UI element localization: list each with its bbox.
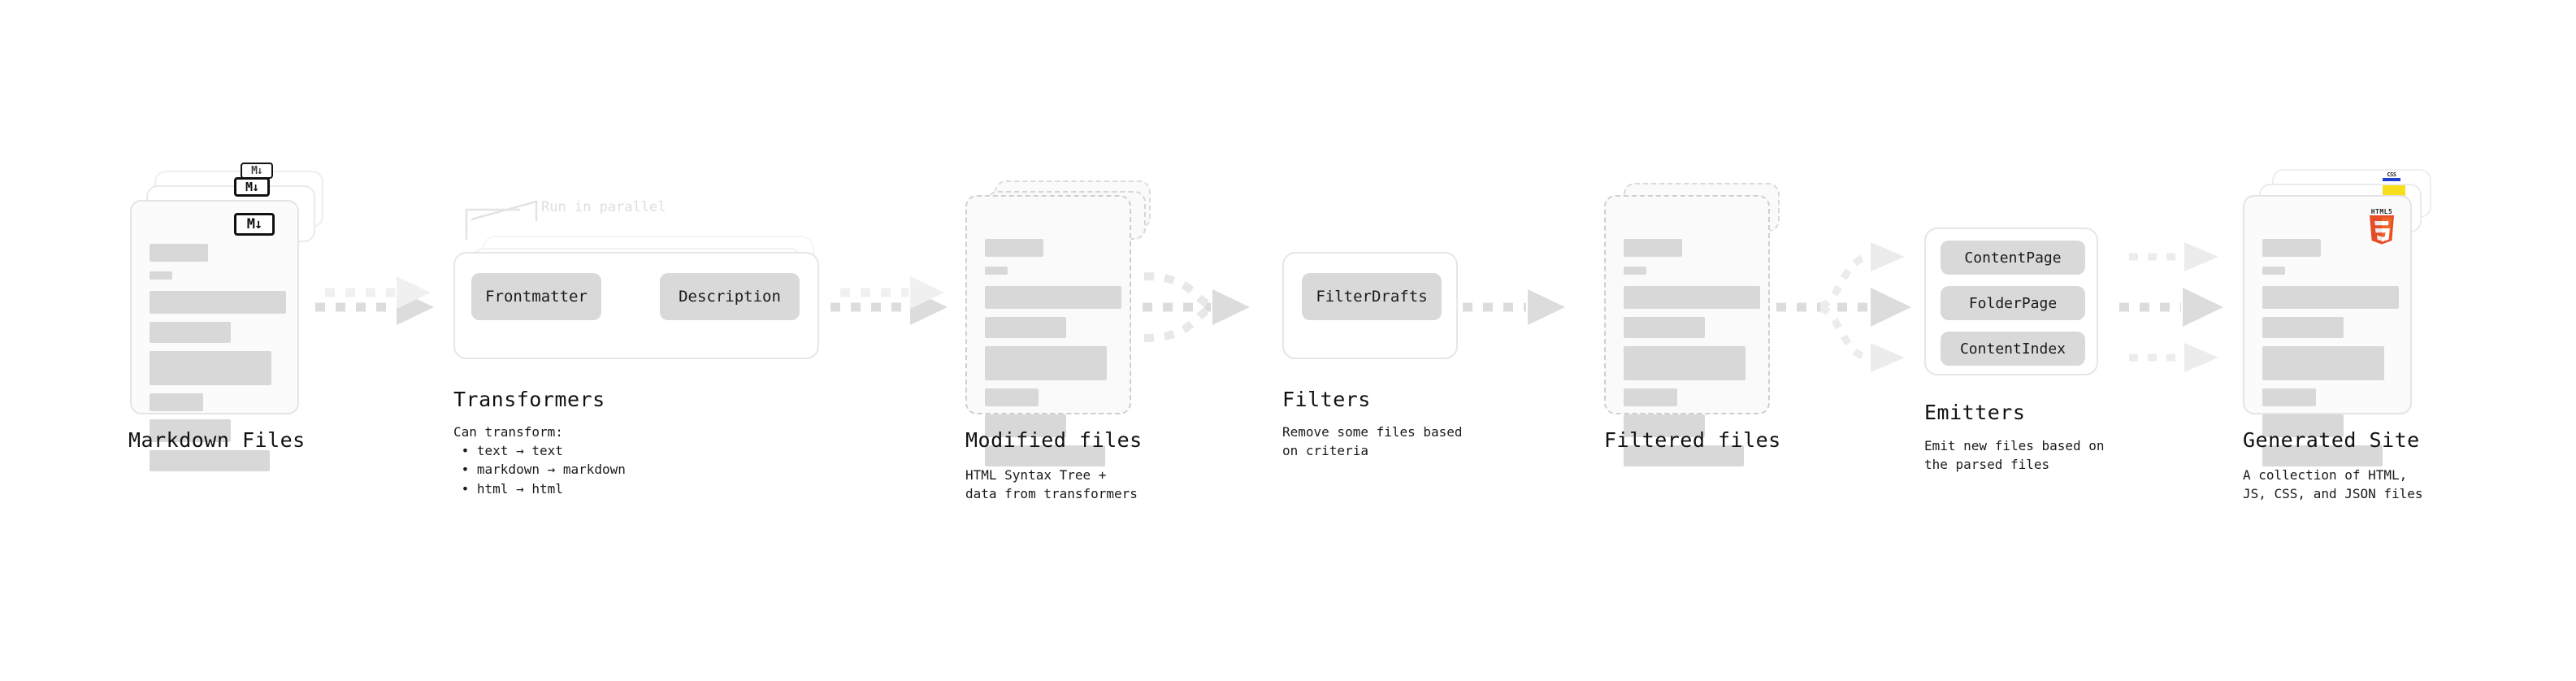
skeleton-row	[985, 445, 1105, 466]
arrow-transformers-to-modified	[830, 276, 948, 325]
stage-title-markdown-files: Markdown Files	[128, 428, 306, 452]
site-card-front: HTML5	[2243, 195, 2412, 466]
stage-title-generated-site: Generated Site	[2243, 428, 2420, 452]
stage-subtitle-generated-site: A collection of HTML, JS, CSS, and JSON …	[2243, 467, 2423, 502]
filters-panel: FilterDrafts	[1282, 252, 1458, 359]
stage-title-filtered-files: Filtered files	[1604, 428, 1781, 452]
stage-title-modified-files: Modified files	[965, 428, 1143, 452]
skeleton-row	[985, 346, 1107, 380]
arrow-modified-to-filters	[1143, 272, 1250, 342]
skeleton-row	[985, 286, 1121, 309]
stage-subtitle-filters: Remove some files based on criteria	[1282, 424, 1463, 459]
emitters-panel: ContentPage FolderPage ContentIndex	[1924, 228, 2098, 375]
stage-title-filters: Filters	[1282, 388, 1371, 411]
css-logo-bar	[2383, 178, 2400, 181]
skeleton-row	[150, 393, 203, 411]
run-in-parallel-label: Run in parallel	[541, 199, 666, 215]
skeleton-row	[2262, 267, 2285, 275]
emitters-chip-folderpage[interactable]: FolderPage	[1941, 286, 2085, 320]
skeleton-row	[2262, 346, 2384, 380]
skeleton-row	[1624, 286, 1760, 309]
skeleton-row	[1624, 414, 1705, 437]
transformer-panel-1: Frontmatter Description	[453, 252, 819, 359]
skeleton-row	[985, 239, 1043, 257]
skeleton-row	[2262, 445, 2383, 466]
markdown-card-front: M↓	[130, 200, 299, 471]
skeleton-row	[1624, 267, 1646, 275]
skeleton-row	[150, 322, 231, 343]
html5-logo-caption: HTML5	[2370, 208, 2393, 215]
markdown-logo-front: M↓	[234, 213, 275, 236]
css-logo: CSS	[2383, 172, 2400, 181]
skeleton-row	[2262, 286, 2399, 309]
modified-card-front	[965, 195, 1131, 466]
skeleton-row	[1624, 317, 1705, 338]
transformer-chip-description[interactable]: Description	[660, 273, 800, 320]
emitters-chip-contentindex[interactable]: ContentIndex	[1941, 332, 2085, 366]
skeleton-row	[1624, 239, 1682, 257]
arrow-emitters-to-site	[2119, 242, 2223, 372]
stage-title-transformers: Transformers	[453, 388, 605, 411]
skeleton-row	[2262, 317, 2344, 338]
skeleton-row	[985, 317, 1066, 338]
skeleton-row	[1624, 346, 1746, 380]
filtered-card-front	[1604, 195, 1770, 466]
stage-subtitle-emitters: Emit new files based on the parsed files	[1924, 438, 2105, 473]
html5-shield-icon	[2370, 215, 2394, 245]
skeleton-row	[2262, 239, 2321, 257]
stage-subtitle-modified-files: HTML Syntax Tree + data from transformer…	[965, 467, 1138, 502]
css-logo-text: CSS	[2387, 171, 2396, 178]
skeleton-row	[2262, 414, 2344, 437]
markdown-logo-back-2: M↓	[241, 163, 273, 179]
skeleton-row	[150, 271, 172, 280]
skeleton-row	[150, 351, 271, 385]
skeleton-row	[985, 388, 1039, 406]
skeleton-row	[985, 414, 1066, 437]
run-in-parallel-leader	[465, 200, 538, 240]
emitters-chip-contentpage[interactable]: ContentPage	[1941, 241, 2085, 275]
skeleton-row	[2262, 388, 2316, 406]
skeleton-row	[150, 291, 286, 314]
skeleton-row	[1624, 388, 1677, 406]
skeleton-row	[150, 419, 231, 442]
stage-title-emitters: Emitters	[1924, 401, 2026, 424]
skeleton-row	[985, 267, 1008, 275]
skeleton-row	[1624, 445, 1744, 466]
transformer-chip-frontmatter[interactable]: Frontmatter	[471, 273, 601, 320]
skeleton-row	[150, 450, 270, 471]
skeleton-row	[150, 244, 208, 262]
markdown-logo-back-1: M↓	[234, 177, 270, 197]
arrow-filtered-to-emitters	[1776, 242, 1911, 372]
arrow-filters-to-filtered	[1463, 289, 1565, 325]
stage-subtitle-transformers: Can transform: • text → text • markdown …	[453, 424, 626, 497]
html5-logo: HTML5	[2368, 208, 2396, 251]
arrow-markdown-to-transformers	[315, 276, 434, 325]
filters-chip-filterdrafts[interactable]: FilterDrafts	[1302, 273, 1442, 320]
